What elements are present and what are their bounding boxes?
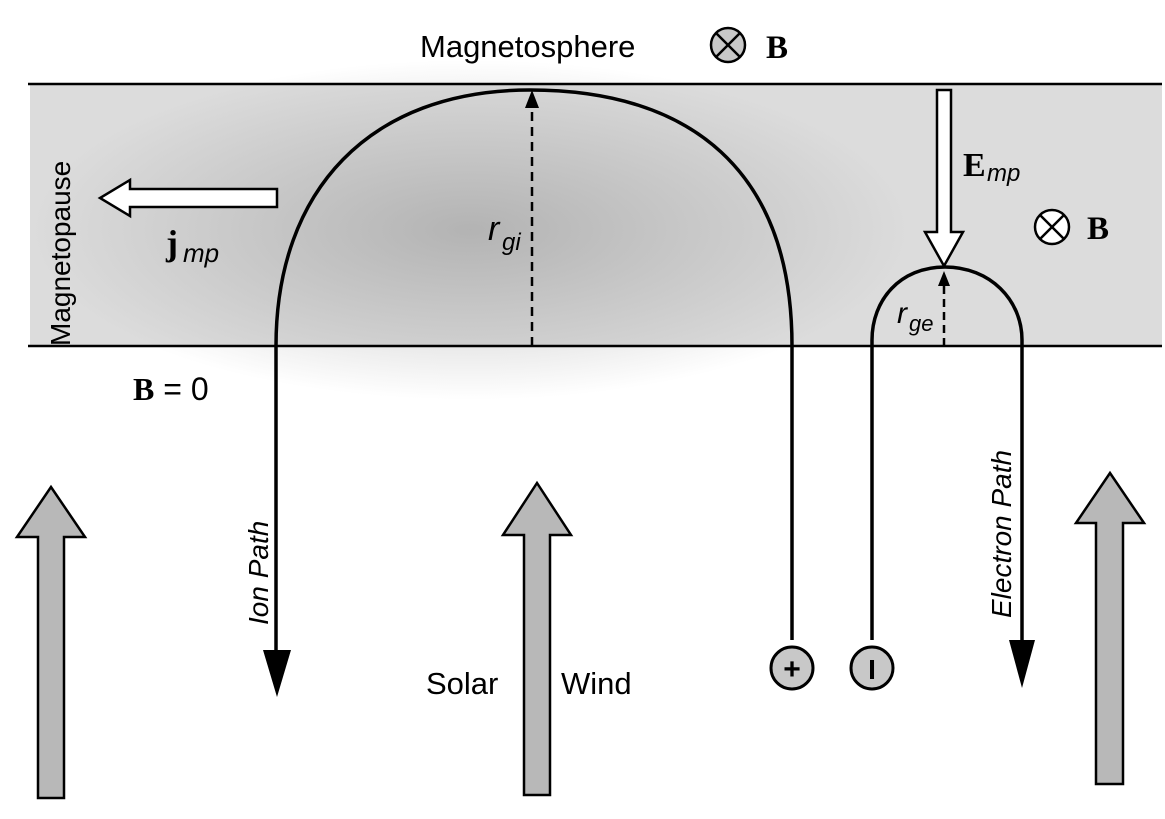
ion-path-curve [274, 88, 794, 660]
b-zero-rest: = 0 [154, 371, 208, 407]
electron-gyroradius-arrowhead [938, 271, 950, 286]
ion-path-arrowhead [263, 650, 291, 697]
electron-path-arrowhead [1009, 640, 1035, 688]
b-label-right: B [1087, 211, 1109, 247]
positive-charge-symbol: + [783, 653, 801, 686]
current-subscript: mp [183, 238, 219, 268]
magnetopause-label: Magnetopause [45, 161, 76, 346]
electron-path-label: Electron Path [986, 450, 1017, 618]
electric-field-symbol: E [963, 147, 986, 184]
negative-charge-icon: I [849, 645, 895, 691]
b-label-top: B [766, 30, 788, 66]
current-symbol: j [165, 223, 178, 263]
b-zero-label: B = 0 [133, 371, 209, 407]
solar-wind-arrow-right [1073, 470, 1147, 786]
solar-wind-arrow-center [500, 480, 574, 797]
ion-path-label: Ion Path [243, 521, 274, 625]
electron-gyroradius-symbol: r [897, 297, 908, 330]
b-into-page-icon-top [709, 26, 747, 64]
electric-field-subscript: mp [987, 160, 1020, 187]
ion-gyroradius-arrowhead [525, 90, 539, 108]
negative-charge-symbol: I [868, 654, 876, 685]
electric-field-arrow [922, 88, 966, 269]
ion-gyroradius-symbol: r [488, 210, 501, 248]
solar-wind-arrow-left [14, 484, 88, 800]
b-zero-b: B [133, 371, 154, 407]
band-shading [30, 60, 910, 400]
ion-gyroradius-subscript: gi [502, 229, 521, 256]
wind-label: Wind [561, 666, 632, 701]
electron-path-curve [870, 265, 1024, 645]
current-arrow [97, 177, 279, 219]
electron-gyroradius-subscript: ge [909, 311, 933, 336]
positive-charge-icon: + [769, 645, 815, 691]
b-into-page-icon-right [1033, 208, 1071, 246]
solar-label: Solar [426, 666, 498, 701]
magnetosphere-label: Magnetosphere [420, 29, 635, 64]
